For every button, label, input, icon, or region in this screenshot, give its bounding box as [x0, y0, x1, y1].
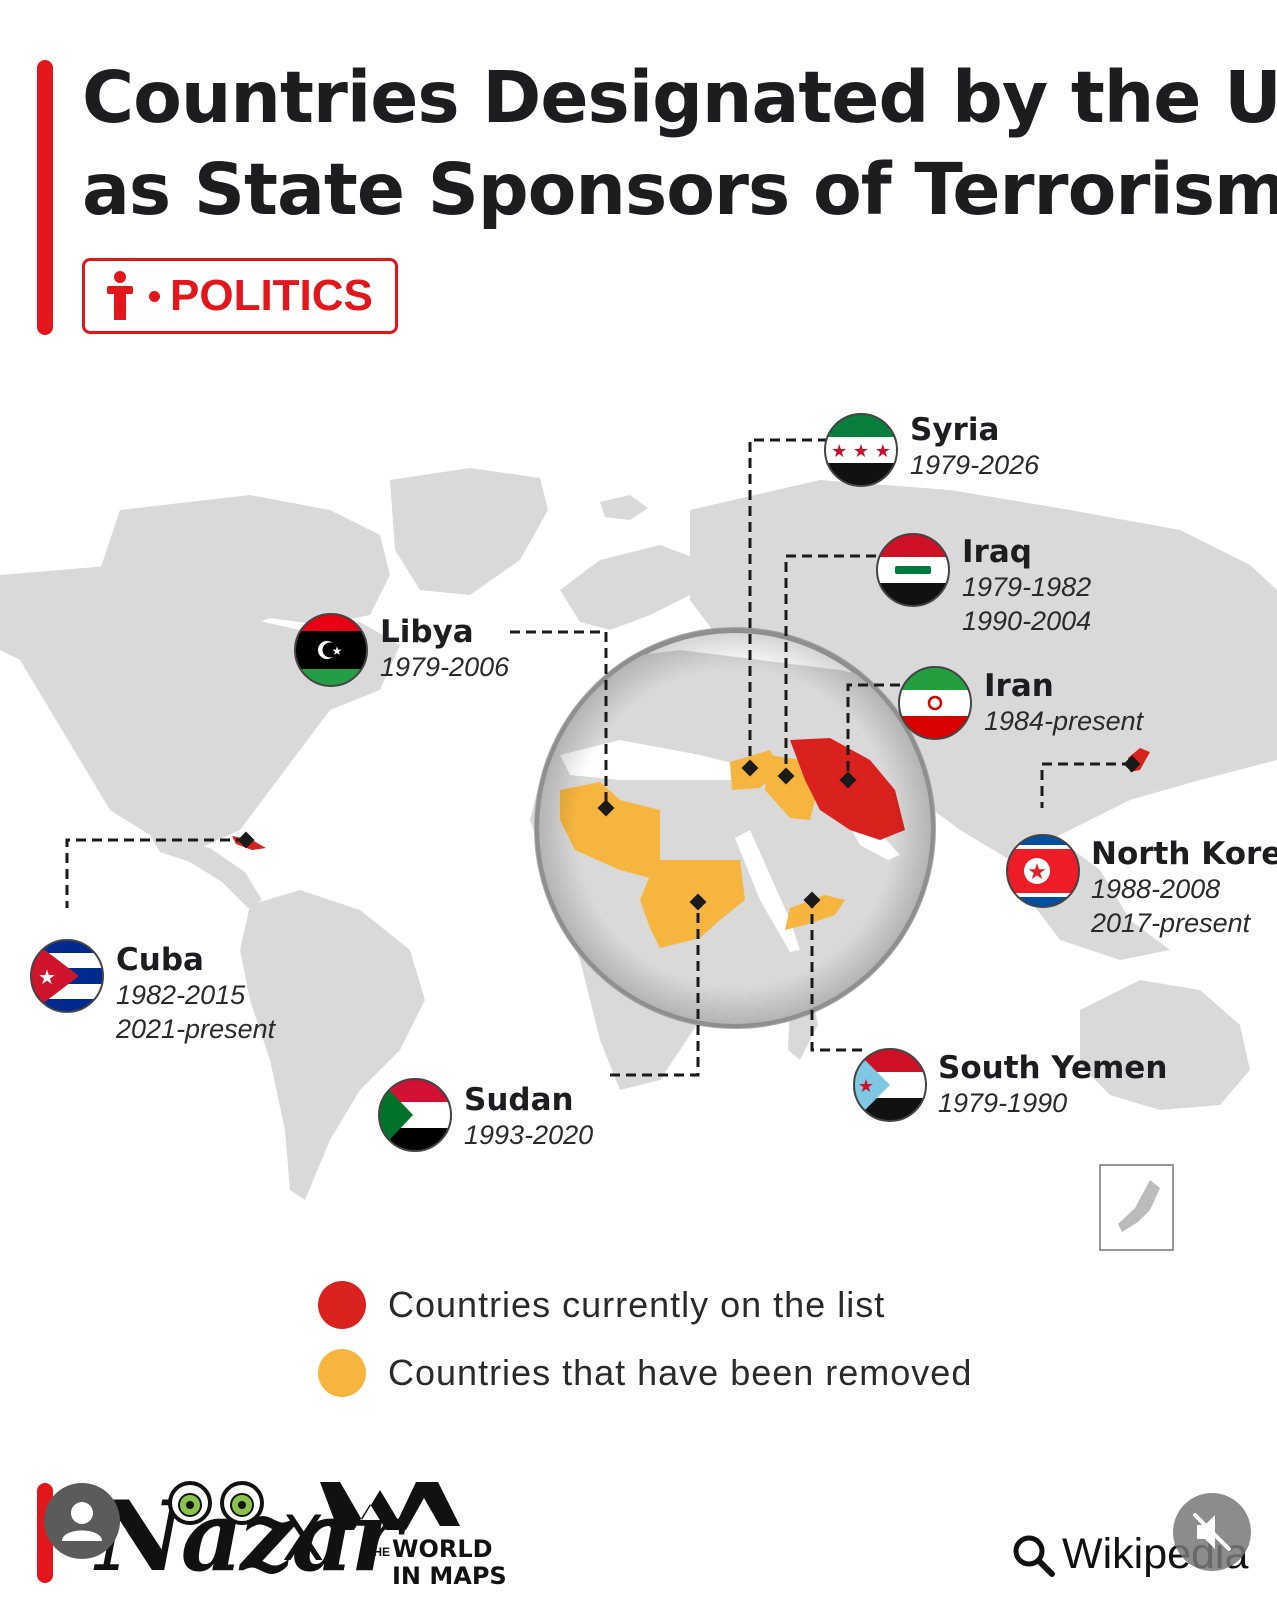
category-tag: POLITICS: [82, 258, 398, 334]
legend-swatch-orange: [318, 1349, 366, 1397]
label-syria: Syria 1979-2026: [910, 412, 1039, 482]
label-south-yemen: South Yemen 1979-1990: [938, 1050, 1167, 1120]
svg-text:★: ★: [38, 965, 56, 989]
title-accent-bar: [37, 60, 53, 335]
country-years: 2017-present: [1091, 908, 1251, 938]
partner-line-2: IN MAPS: [392, 1562, 507, 1590]
world-map: [0, 438, 1277, 1251]
country-years: 1979-2006: [380, 652, 510, 682]
leader-lines: [65, 438, 1132, 1077]
country-name: South Yemen: [938, 1050, 1168, 1086]
speaker-muted-icon: [1193, 1513, 1231, 1551]
country-name: Cuba: [116, 942, 204, 978]
svg-text:★ ★ ★: ★ ★ ★: [831, 441, 891, 462]
country-years: 1993-2020: [464, 1120, 594, 1150]
user-icon: [62, 1502, 102, 1541]
country-name: Iraq: [962, 534, 1032, 570]
label-libya: Libya 1979-2006: [380, 614, 509, 684]
country-name: Sudan: [464, 1082, 574, 1118]
country-name: North Korea: [1091, 836, 1277, 872]
legend-item-removed: Countries that have been removed: [318, 1348, 972, 1398]
title-line-1: Countries Designated by the US: [82, 56, 1277, 139]
sudan-flag-icon: [378, 1078, 452, 1152]
leader-dots: [237, 755, 1141, 911]
cuba-flag-icon: ★: [30, 939, 104, 1013]
country-years: 1979-1982: [962, 572, 1092, 602]
country-years: 1979-1990: [938, 1088, 1068, 1118]
legend-item-current: Countries currently on the list: [318, 1280, 972, 1330]
svg-text:★: ★: [1027, 860, 1047, 885]
label-north-korea: North Korea 1988-2008 2017-present: [1091, 836, 1277, 940]
syria-flag-icon: ★ ★ ★: [824, 413, 898, 487]
country-years: 1982-2015: [116, 980, 246, 1010]
legend-label: Countries that have been removed: [388, 1352, 973, 1393]
profile-avatar[interactable]: [44, 1483, 120, 1559]
map-legend: Countries currently on the list Countrie…: [318, 1280, 972, 1416]
libya-flag-icon: ★: [294, 613, 368, 687]
legend-swatch-red: [318, 1281, 366, 1329]
mute-button[interactable]: [1173, 1493, 1251, 1571]
svg-text:★: ★: [332, 644, 343, 658]
eyes-icon: [168, 1481, 264, 1525]
partner-line-1: WORLD: [392, 1535, 493, 1563]
search-icon: [1013, 1535, 1055, 1577]
collab-x: X: [282, 1502, 325, 1575]
country-name: Libya: [380, 614, 474, 650]
country-years: 1988-2008: [1091, 874, 1221, 904]
page-title: Countries Designated by the US as State …: [82, 52, 1277, 236]
country-years: 1984-present: [984, 706, 1144, 736]
country-years: 1990-2004: [962, 606, 1092, 636]
country-name: Syria: [910, 412, 1000, 448]
tag-label: POLITICS: [170, 271, 373, 320]
country-name: Iran: [984, 668, 1054, 704]
podium-icon: [107, 271, 133, 320]
label-sudan: Sudan 1993-2020: [464, 1082, 593, 1152]
iraq-flag-icon: [876, 533, 950, 607]
svg-text:★: ★: [858, 1076, 874, 1097]
south-yemen-flag-icon: ★: [853, 1048, 927, 1122]
partner-name: WORLD IN MAPS: [392, 1536, 507, 1590]
tag-separator-dot: [149, 290, 160, 302]
country-years: 2021-present: [116, 1014, 276, 1044]
title-line-2: as State Sponsors of Terrorism: [82, 148, 1277, 231]
north-korea-flag-icon: ★: [1006, 834, 1080, 908]
label-iran: Iran 1984-present: [984, 668, 1143, 738]
legend-label: Countries currently on the list: [388, 1284, 886, 1325]
iran-flag-icon: [898, 666, 972, 740]
world-in-maps-logo-icon: [320, 1482, 460, 1530]
label-cuba: Cuba 1982-2015 2021-present: [116, 942, 275, 1046]
partner-the: THE: [366, 1545, 390, 1559]
country-years: 1979-2026: [910, 450, 1040, 480]
label-iraq: Iraq 1979-1982 1990-2004: [962, 534, 1091, 638]
